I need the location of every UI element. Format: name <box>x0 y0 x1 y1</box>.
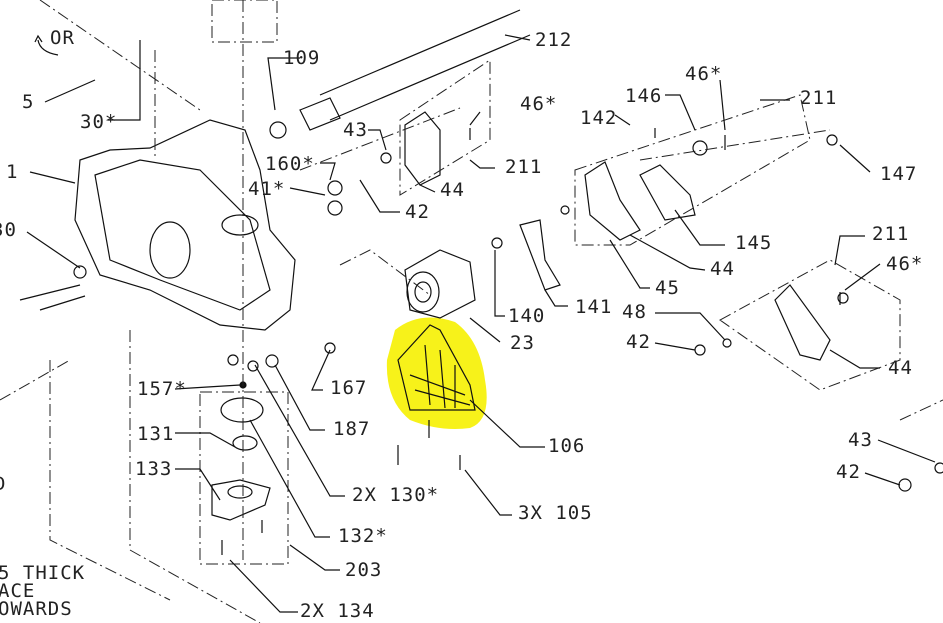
guard-part-106 <box>397 324 476 411</box>
callout-187: 187 <box>333 418 370 440</box>
callout-211-b: 211 <box>800 87 837 109</box>
callout-42-b: 42 <box>626 331 651 353</box>
housing-part-1 <box>19 119 296 331</box>
highlight-106 <box>386 317 487 429</box>
rotation-arrow-icon <box>34 34 59 56</box>
callout-147: 147 <box>880 163 917 185</box>
callout-132: 132* <box>338 525 388 547</box>
callout-41: 41* <box>248 178 285 200</box>
oil-filter-23 <box>404 249 476 319</box>
note-line-2: ACE <box>0 580 35 602</box>
callout-212: 212 <box>535 29 572 51</box>
callout-46-c: 46* <box>886 253 923 275</box>
axle-shaft-212 <box>269 9 531 139</box>
rotation-label: OR <box>50 27 75 49</box>
callout-109: 109 <box>283 47 320 69</box>
bolts <box>221 128 841 555</box>
callout-48: 48 <box>622 301 647 323</box>
callout-5: 5 <box>22 91 34 113</box>
pump-assembly-203 <box>211 342 336 521</box>
note-line-1: 5 THICK <box>0 562 85 584</box>
callout-2x-130: 2X 130* <box>352 484 439 506</box>
callout-211-c: 211 <box>872 223 909 245</box>
callout-44-b: 44 <box>710 258 735 280</box>
callout-30-left: 30 <box>0 219 17 241</box>
callout-146: 146 <box>625 85 662 107</box>
callout-203: 203 <box>345 559 382 581</box>
callout-133: 133 <box>135 458 172 480</box>
callout-141: 141 <box>575 296 612 318</box>
callout-42: 42 <box>405 201 430 223</box>
callout-42-c: 42 <box>836 461 861 483</box>
note-line-3: OWARDS <box>0 598 73 620</box>
callout-3x-105: 3X 105 <box>518 502 593 524</box>
callout-23: 23 <box>510 332 535 354</box>
callout-2x-134: 2X 134 <box>300 600 375 622</box>
callout-43: 43 <box>343 119 368 141</box>
callout-131: 131 <box>137 423 174 445</box>
callout-44: 44 <box>440 179 465 201</box>
callout-140: 140 <box>508 305 545 327</box>
callout-30: 30* <box>80 111 117 133</box>
callout-145: 145 <box>735 232 772 254</box>
callout-160: 160* <box>265 153 315 175</box>
callout-46: 46* <box>520 93 557 115</box>
bracket-parts <box>327 111 943 492</box>
callout-142: 142 <box>580 107 617 129</box>
callout-44-c: 44 <box>888 357 913 379</box>
callout-d-partial: D <box>0 473 6 495</box>
callout-43-b: 43 <box>848 429 873 451</box>
callout-46-b: 46* <box>685 63 722 85</box>
callout-1: 1 <box>6 161 18 183</box>
callout-167: 167 <box>330 377 367 399</box>
callout-157: 157* <box>137 378 187 400</box>
callout-106: 106 <box>548 435 585 457</box>
callout-45: 45 <box>655 277 680 299</box>
leader-lines <box>26 34 936 613</box>
callout-211: 211 <box>505 156 542 178</box>
